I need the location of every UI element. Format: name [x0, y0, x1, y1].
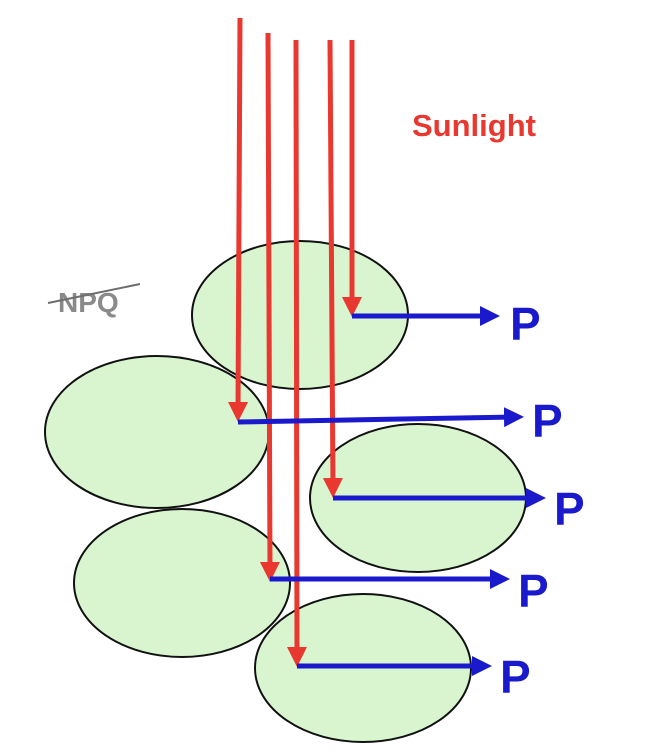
- sunlight-label: Sunlight: [412, 108, 536, 143]
- cell-upper-left: [44, 355, 270, 509]
- sunlight-arrow-4: [322, 39, 343, 498]
- sunlight-arrow-1: [228, 17, 249, 422]
- sunlight-arrows: [228, 17, 362, 667]
- product-label-5: P: [500, 651, 531, 703]
- npq-crossed: NPQ: [47, 283, 141, 318]
- npq-strike-line: [47, 283, 141, 304]
- npq-label: NPQ: [58, 287, 119, 318]
- product-label-3: P: [554, 483, 585, 535]
- product-label-2: P: [532, 395, 563, 447]
- product-arrow-2: [237, 407, 524, 428]
- sunlight-arrow-2: [259, 32, 280, 582]
- product-label-1: P: [510, 298, 541, 350]
- sunlight-arrow-3: [286, 39, 307, 667]
- product-arrows: [237, 306, 546, 676]
- cell-lower-left: [73, 508, 291, 658]
- product-label-4: P: [518, 565, 549, 617]
- product-labels: P P P P P: [500, 298, 585, 703]
